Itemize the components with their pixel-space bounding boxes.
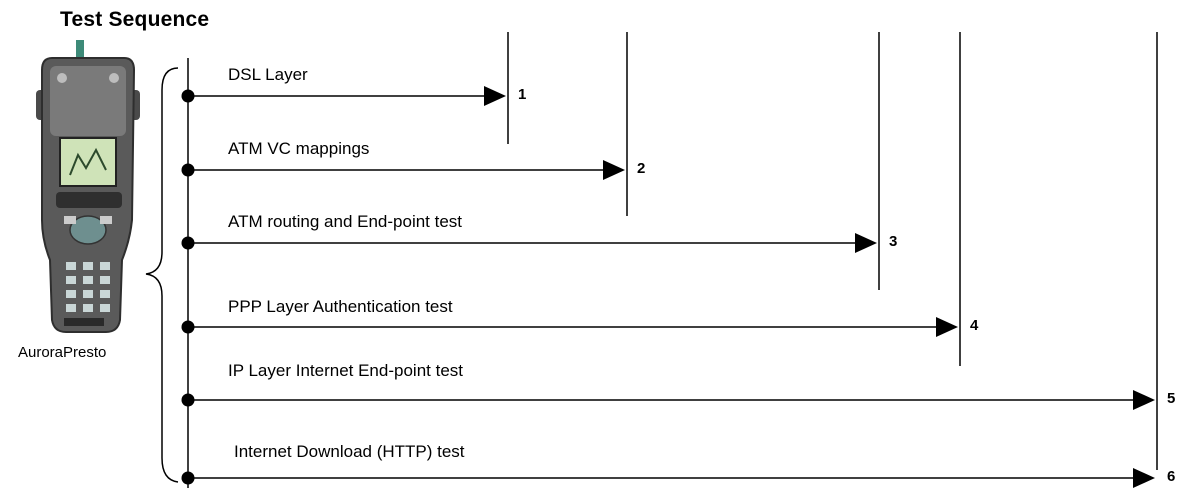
device-label: AuroraPresto [18,344,107,361]
step-label: PPP Layer Authentication test [228,297,453,316]
step-number: 3 [889,233,898,250]
sequence-arrow [181,86,506,106]
step-label: DSL Layer [228,65,308,84]
arrow-head [484,86,506,106]
step-label: ATM routing and End-point test [228,212,463,231]
step-number: 6 [1167,468,1176,485]
arrow-head [603,160,625,180]
sequence-arrow [181,390,1155,410]
step-number: 4 [970,317,979,334]
step-number: 2 [637,160,646,177]
sequence-arrow [181,233,877,253]
step-number: 1 [518,86,527,103]
grouping-brace [145,67,179,483]
sequence-arrow [181,160,625,180]
arrow-head [1133,468,1155,488]
arrow-head [855,233,877,253]
step-label: Internet Download (HTTP) test [234,442,465,461]
endpoint-lifelines [507,32,1158,470]
arrow-head [936,317,958,337]
handheld-tester-icon [36,40,140,333]
sequence-arrow [181,317,958,337]
step-number: 5 [1167,390,1176,407]
sequence-arrow [181,468,1155,488]
sequence-arrows [181,86,1155,488]
arrow-head [1133,390,1155,410]
step-label: ATM VC mappings [228,139,370,158]
step-label: IP Layer Internet End-point test [228,361,463,380]
diagram-title: Test Sequence [60,8,210,31]
